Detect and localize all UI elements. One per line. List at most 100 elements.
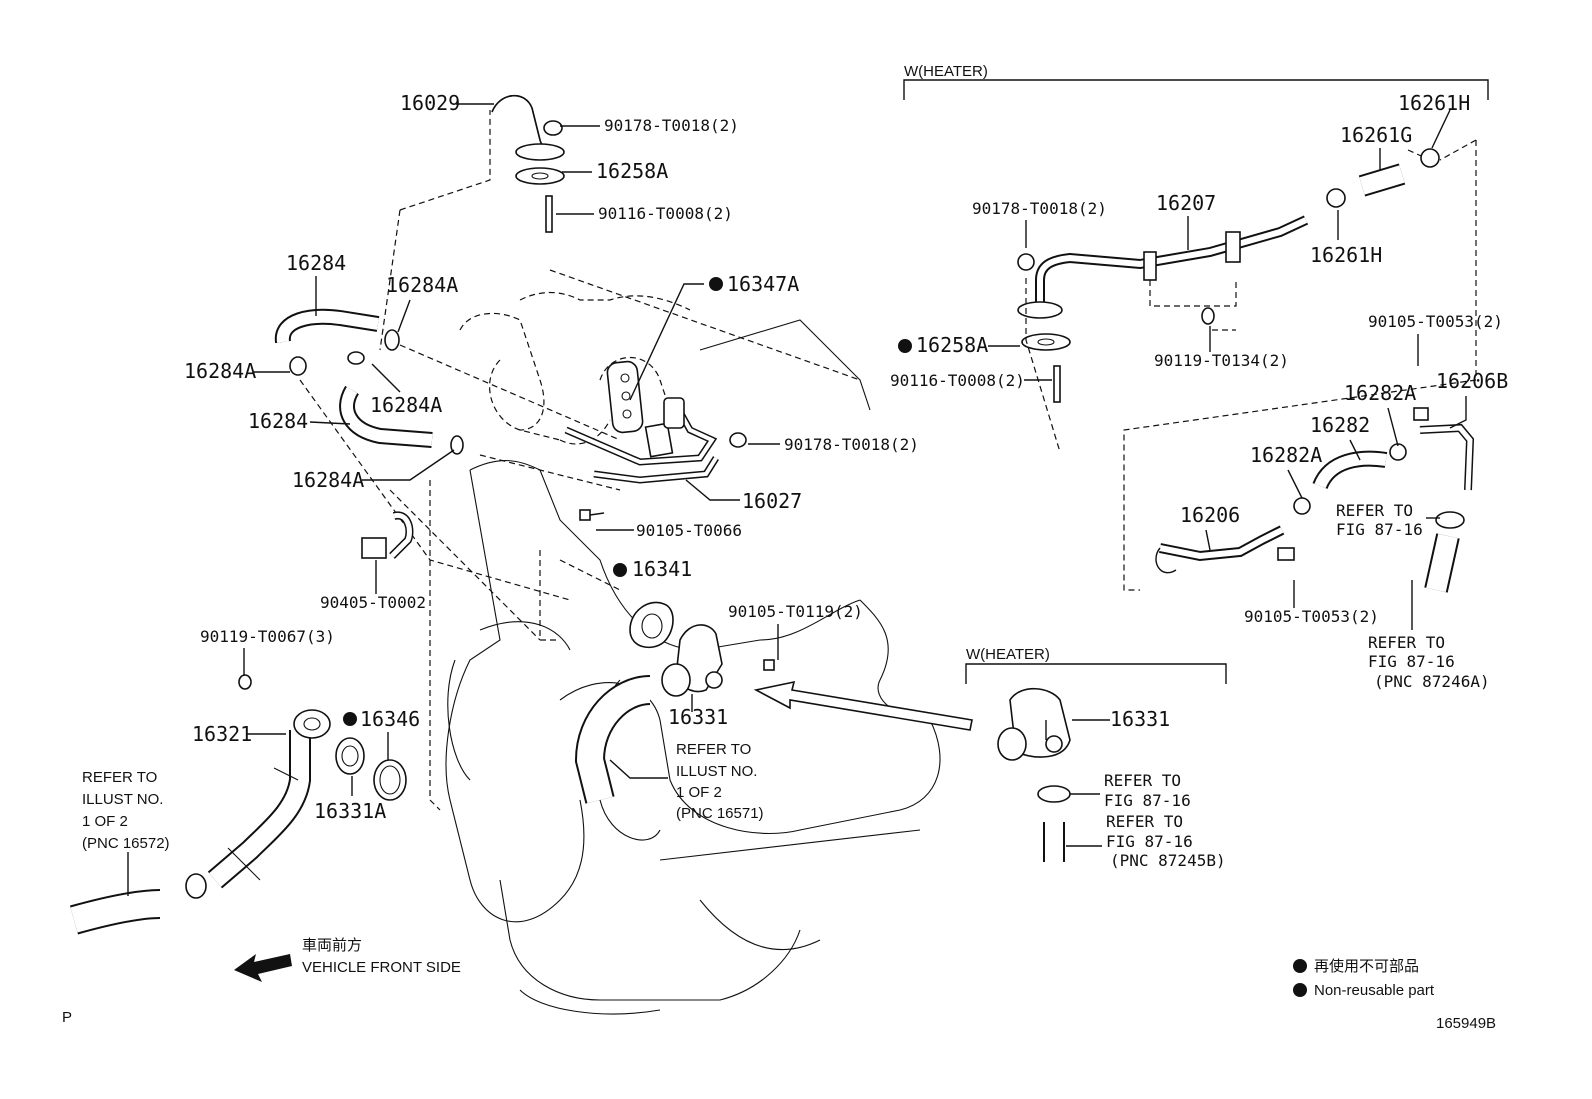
label-90105-t0053-a: 90105-T0053(2) xyxy=(1368,312,1503,331)
water-inlet-16331-main xyxy=(661,624,775,697)
label-90116-t0008-a: 90116-T0008(2) xyxy=(598,204,733,223)
label-16206: 16206 xyxy=(1180,503,1240,527)
label-90105-t0119: 90105-T0119(2) xyxy=(728,602,863,621)
ref-illust-a-line1: REFER TO xyxy=(676,741,751,758)
label-16258a-b: 16258A xyxy=(916,333,988,357)
label-16346: 16346 xyxy=(360,707,420,731)
ref-illust-a-line4: (PNC 16571) xyxy=(676,805,764,822)
pipe-16027 xyxy=(564,397,719,484)
ref-fig-87-16-a-line2: FIG 87-16 xyxy=(1336,520,1423,539)
pipe-16207 xyxy=(1017,215,1309,403)
label-16261h-b: 16261H xyxy=(1310,243,1382,267)
ref-illust-b-line2: ILLUST NO. xyxy=(82,791,163,808)
gasket-16347A xyxy=(606,360,644,434)
part-labels: 16029 90178-T0018(2) 16258A 90116-T0008(… xyxy=(184,91,1508,823)
ref-illust-b-line4: (PNC 16572) xyxy=(82,835,170,852)
label-16331-heater: 16331 xyxy=(1110,707,1170,731)
non-reusable-dot xyxy=(343,712,357,726)
label-16331-main: 16331 xyxy=(668,705,728,729)
ref-illust-b-line3: 1 OF 2 xyxy=(82,813,128,830)
label-90119-t0134: 90119-T0134(2) xyxy=(1154,351,1289,370)
label-16321: 16321 xyxy=(192,722,252,746)
vehicle-front-en: VEHICLE FRONT SIDE xyxy=(302,959,461,976)
ref-illust-a-line3: 1 OF 2 xyxy=(676,784,722,801)
ref-fig-87-16-b-line3: (PNC 87246A) xyxy=(1374,672,1490,691)
label-16284a-a: 16284A xyxy=(386,273,458,297)
non-reusable-dot xyxy=(1293,959,1307,973)
heater-detail-arrow xyxy=(753,680,973,731)
legend: 再使用不可部品 Non-reusable part xyxy=(1314,958,1435,999)
hose-16261G xyxy=(1326,148,1440,208)
gasket-16341 xyxy=(629,601,674,649)
lower-engine-hose xyxy=(574,675,652,804)
ref-fig-87-16-b-line2: FIG 87-16 xyxy=(1368,652,1455,671)
label-16029: 16029 xyxy=(400,91,460,115)
label-16284a-c: 16284A xyxy=(370,393,442,417)
label-16282a-a: 16282A xyxy=(1344,381,1416,405)
label-16284a-b: 16284A xyxy=(184,359,256,383)
leader-lines xyxy=(127,103,1467,896)
header-w-heater-top: W(HEATER) xyxy=(904,63,988,80)
label-90178-t0018-a: 90178-T0018(2) xyxy=(604,116,739,135)
label-16207: 16207 xyxy=(1156,191,1216,215)
non-reusable-dot xyxy=(613,563,627,577)
radiator-hose-left xyxy=(69,889,161,935)
label-90119-t0067: 90119-T0067(3) xyxy=(200,627,335,646)
fitting-90405 xyxy=(361,511,414,559)
ref-fig-87-16-c-line1: REFER TO xyxy=(1104,771,1181,790)
ref-fig-87-16-d-line2: FIG 87-16 xyxy=(1106,832,1193,851)
label-16261h-a: 16261H xyxy=(1398,91,1470,115)
label-16027: 16027 xyxy=(742,489,802,513)
label-16284a-d: 16284A xyxy=(292,468,364,492)
label-16284-a: 16284 xyxy=(286,251,346,275)
ref-fig-87-16-d-line1: REFER TO xyxy=(1106,812,1183,831)
non-reusable-dot xyxy=(898,339,912,353)
heater-headers: W(HEATER) W(HEATER) xyxy=(904,63,1050,663)
label-90105-t0066: 90105-T0066 xyxy=(636,521,742,540)
hose-16284-pair xyxy=(274,308,464,455)
label-90105-t0053-b: 90105-T0053(2) xyxy=(1244,607,1379,626)
figure-id: 165949B xyxy=(1436,1015,1496,1032)
non-reusable-dots xyxy=(343,277,1307,997)
label-90178-t0018-c: 90178-T0018(2) xyxy=(972,199,1107,218)
ref-fig-87-16-c-line2: FIG 87-16 xyxy=(1104,791,1191,810)
legend-en: Non-reusable part xyxy=(1314,982,1435,999)
label-16284-b: 16284 xyxy=(248,409,308,433)
heater-top-dashed xyxy=(1025,139,1477,591)
bolts-upper xyxy=(579,432,747,521)
label-90116-t0008-b: 90116-T0008(2) xyxy=(890,371,1025,390)
label-16331a: 16331A xyxy=(314,799,386,823)
vehicle-front-jp: 車両前方 xyxy=(302,937,362,954)
upper-engine-dashed xyxy=(299,110,861,811)
heater-top-bracket xyxy=(903,79,1489,100)
label-90178-t0018-b: 90178-T0018(2) xyxy=(784,435,919,454)
ref-fig-87-16-a-line1: REFER TO xyxy=(1336,501,1413,520)
legend-jp: 再使用不可部品 xyxy=(1314,958,1419,975)
label-16261g: 16261G xyxy=(1340,123,1412,147)
heater-right-pipes xyxy=(1155,407,1475,593)
reference-notes: REFER TO FIG 87-16 REFER TO FIG 87-16 (P… xyxy=(82,501,1490,870)
label-16347a: 16347A xyxy=(727,272,799,296)
ref-fig-87-16-b-line1: REFER TO xyxy=(1368,633,1445,652)
thermostat-16346 xyxy=(238,674,407,801)
header-w-heater-mid: W(HEATER) xyxy=(966,646,1050,663)
non-reusable-dot xyxy=(1293,983,1307,997)
label-16206b: 16206B xyxy=(1436,369,1508,393)
label-16282a-b: 16282A xyxy=(1250,443,1322,467)
vehicle-front-arrow xyxy=(234,954,292,982)
label-16258a-a: 16258A xyxy=(596,159,668,183)
heater-mid-bracket xyxy=(965,663,1227,684)
non-reusable-dot xyxy=(709,277,723,291)
water-inlet-16321 xyxy=(185,709,331,899)
corner-left-mark: P xyxy=(62,1009,72,1026)
label-16282: 16282 xyxy=(1310,413,1370,437)
ref-illust-a-line2: ILLUST NO. xyxy=(676,763,757,780)
vehicle-front-note: 車両前方 VEHICLE FRONT SIDE xyxy=(302,937,461,976)
label-90405-t0002: 90405-T0002 xyxy=(320,593,426,612)
ref-illust-b-line1: REFER TO xyxy=(82,769,157,786)
water-inlet-16331-heater xyxy=(997,688,1071,862)
ref-fig-87-16-d-line3: (PNC 87245B) xyxy=(1110,851,1226,870)
part-16029-assembly xyxy=(491,94,565,233)
